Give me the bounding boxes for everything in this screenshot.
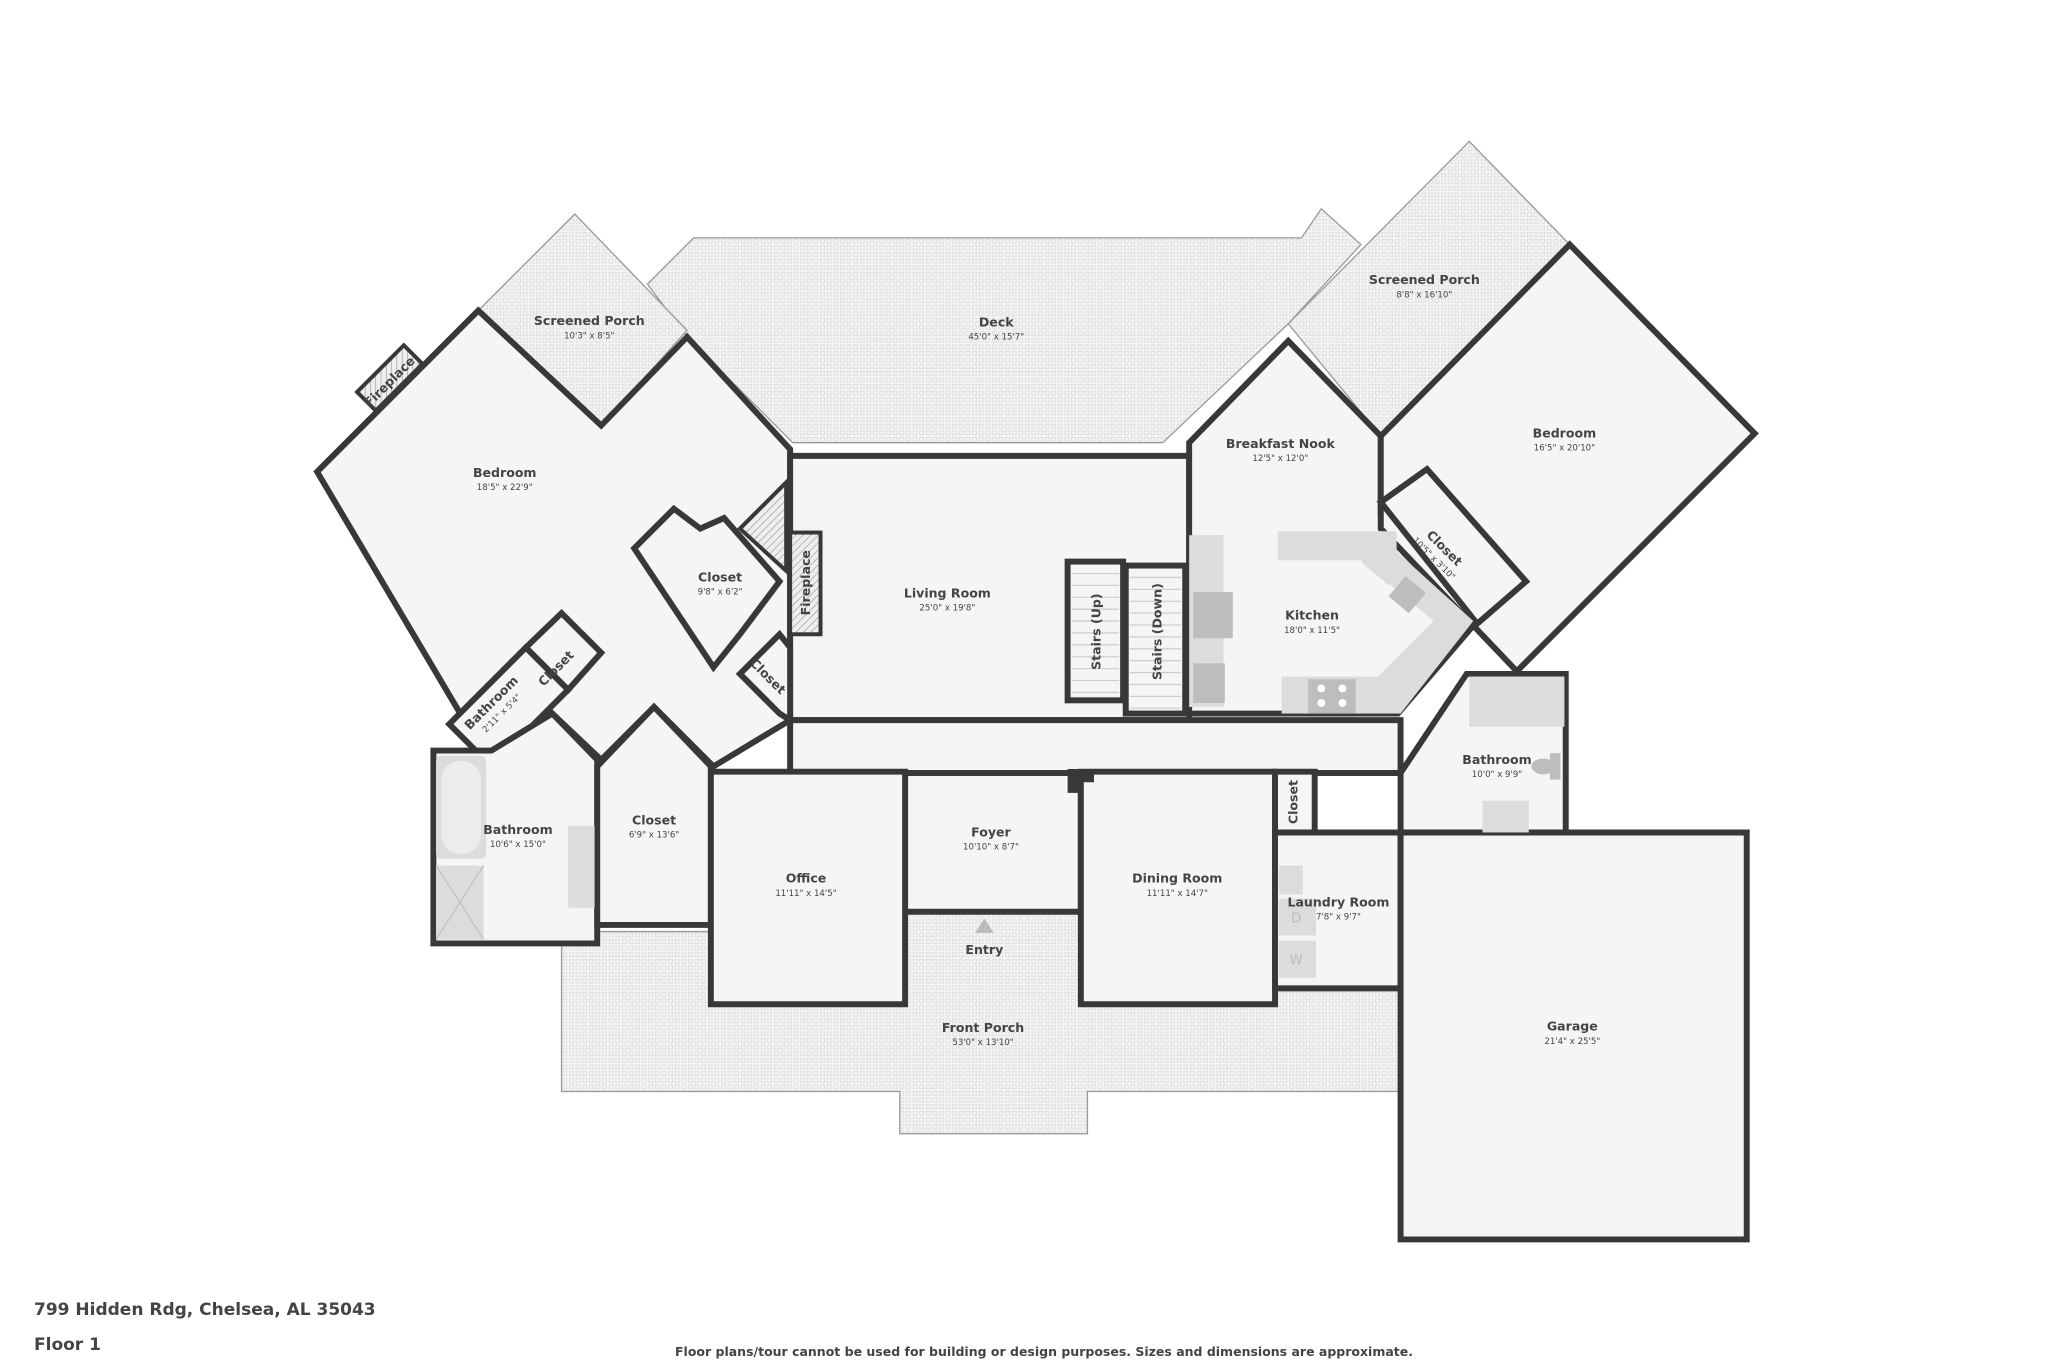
room-dimensions: 12'5" x 12'0" — [1252, 454, 1308, 464]
room-name: Garage — [1547, 1019, 1598, 1034]
room-label: Front Porch 53'0" x 13'10" — [942, 1020, 1024, 1048]
disclaimer: Floor plans/tour cannot be used for buil… — [675, 1344, 1413, 1359]
room-dimensions: 9'8" x 6'2" — [698, 588, 743, 598]
column — [1067, 769, 1095, 793]
room-name: Laundry Room — [1287, 894, 1389, 909]
room-name: Bedroom — [1533, 425, 1597, 440]
room-name: Breakfast Nook — [1226, 436, 1336, 451]
vanity-right — [1482, 800, 1529, 833]
room-label: Laundry Room 7'8" x 9'7" — [1287, 894, 1389, 922]
room-name: Bedroom — [473, 465, 537, 480]
dryer — [1279, 898, 1317, 936]
refrigerator — [1193, 591, 1233, 639]
room-label: Screened Porch 8'8" x 16'10" — [1369, 272, 1480, 300]
room-name: Bathroom — [1462, 752, 1531, 767]
stairs-down-label: Stairs (Down) — [1149, 583, 1164, 680]
stairs-up[interactable] — [1064, 558, 1127, 704]
stairs-down[interactable] — [1122, 562, 1189, 717]
room-dimensions: 10'3" x 8'5" — [564, 331, 614, 341]
room-label: Office 11'11" x 14'5" — [775, 871, 836, 899]
deck — [646, 207, 1362, 444]
room-label: Dining Room 11'11" x 14'7" — [1132, 871, 1222, 899]
cooktop-icon — [1308, 679, 1356, 714]
room-dimensions: 8'8" x 16'10" — [1396, 290, 1452, 300]
room-label: Bedroom 18'5" x 22'9" — [473, 465, 537, 493]
room-name: Kitchen — [1285, 608, 1339, 623]
fixtures: D W — [435, 531, 1565, 978]
shower-right — [1469, 676, 1565, 727]
room-name: Screened Porch — [534, 313, 645, 328]
washer-label: W — [1290, 954, 1303, 969]
room-label: Closet 9'8" x 6'2" — [698, 569, 743, 597]
room-dimensions: 21'4" x 25'5" — [1544, 1037, 1600, 1047]
room-dimensions: 18'0" x 11'5" — [1284, 626, 1340, 636]
toilet — [1531, 758, 1556, 775]
vanity — [568, 825, 595, 908]
room-name: Closet — [632, 813, 676, 828]
room-name: Bathroom — [483, 822, 552, 837]
hallway — [787, 717, 1404, 776]
room-label: Closet 6'9" x 13'6" — [629, 813, 679, 841]
sink — [1362, 540, 1408, 586]
room-label: Screened Porch 10'3" x 8'5" — [534, 313, 645, 341]
floor-label: Floor 1 — [34, 1335, 101, 1355]
garage — [1397, 829, 1750, 1243]
room-label: Garage 21'4" x 25'5" — [1544, 1019, 1600, 1047]
stairs-up-label: Stairs (Up) — [1089, 593, 1104, 669]
room-name: Dining Room — [1132, 871, 1222, 886]
room-dimensions: 7'8" x 9'7" — [1316, 913, 1361, 923]
room-dimensions: 11'11" x 14'7" — [1147, 889, 1208, 899]
room-dimensions: 10'0" x 9'9" — [1472, 770, 1522, 780]
closet-left — [630, 504, 784, 673]
room-dimensions: 6'9" x 13'6" — [629, 831, 679, 841]
fireplace-left — [354, 342, 426, 414]
room-dimensions: 10'10" x 8'7" — [963, 843, 1019, 853]
dining-room — [1077, 768, 1279, 1008]
room-name: Deck — [979, 314, 1014, 329]
stairs — [1064, 558, 1189, 717]
room-label: Deck 45'0" x 15'7" — [968, 314, 1024, 342]
dryer-label: D — [1291, 911, 1301, 926]
entry-label: Entry — [965, 942, 1003, 957]
toilet-tank — [1549, 753, 1561, 780]
dishwasher — [1388, 576, 1426, 614]
room-name: Front Porch — [942, 1020, 1024, 1035]
room-name: Screened Porch — [1369, 272, 1480, 287]
closet-right — [1376, 465, 1531, 628]
bathtub-basin — [441, 761, 481, 854]
chimney-chase — [737, 477, 789, 576]
entry-arrow-icon — [975, 918, 994, 933]
property-address: 799 Hidden Rdg, Chelsea, AL 35043 — [34, 1300, 376, 1320]
room-dimensions: 18'5" x 22'9" — [477, 483, 533, 493]
room-label: Bathroom 10'6" x 15'0" — [483, 822, 552, 850]
fireplace-center-label: Fireplace — [798, 550, 813, 615]
oven — [1193, 663, 1225, 703]
room-label: Foyer 10'10" x 8'7" — [963, 824, 1019, 852]
room-dimensions: 11'11" x 14'5" — [775, 889, 836, 899]
room-label: Bathroom 10'0" x 9'9" — [1462, 752, 1531, 780]
laundry-sink — [1279, 865, 1303, 895]
room-name: Closet — [1286, 780, 1301, 824]
room-name: Living Room — [904, 585, 991, 600]
washer — [1279, 940, 1317, 978]
room-dimensions: 25'0" x 19'8" — [919, 603, 975, 613]
room-name: Office — [786, 871, 827, 886]
room-label: Bedroom 16'5" x 20'10" — [1533, 425, 1597, 453]
room-dimensions: 53'0" x 13'10" — [952, 1038, 1013, 1048]
room-label: Kitchen 18'0" x 11'5" — [1284, 608, 1340, 636]
closet-small — [521, 608, 606, 695]
room-label: Closet — [1286, 780, 1301, 824]
room-dimensions: 10'6" x 15'0" — [490, 840, 546, 850]
room-name: Closet — [698, 569, 742, 584]
closet-fireplace — [735, 629, 794, 726]
room-label: Living Room 25'0" x 19'8" — [904, 585, 991, 613]
fireplace-center — [788, 530, 823, 637]
room-dimensions: 16'5" x 20'10" — [1534, 444, 1595, 454]
room-label: Breakfast Nook 12'5" x 12'0" — [1226, 436, 1336, 464]
office — [707, 768, 909, 1008]
room-dimensions: 45'0" x 15'7" — [968, 333, 1024, 343]
room-name: Foyer — [971, 824, 1011, 839]
